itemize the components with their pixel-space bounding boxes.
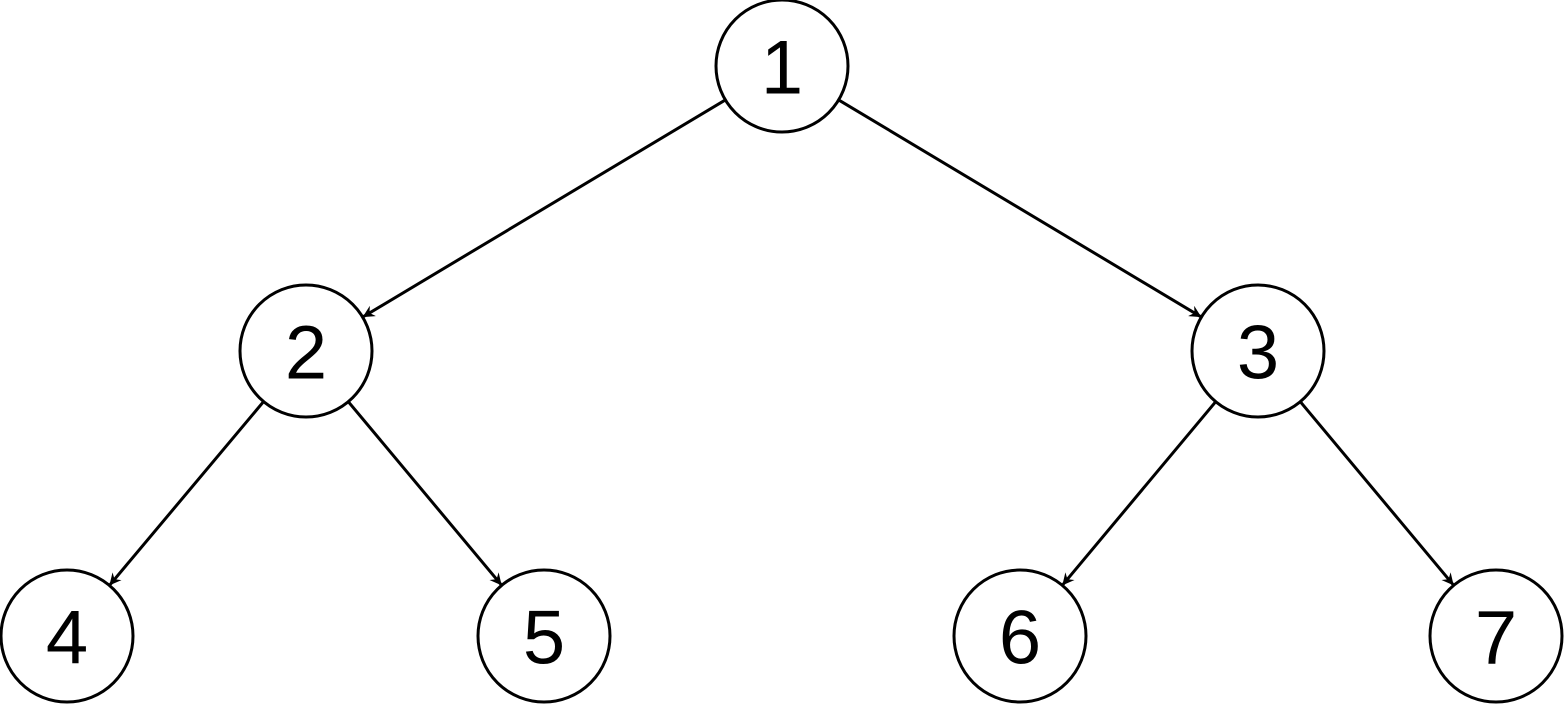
tree-node-4: 4 — [0, 568, 135, 704]
node-circle — [476, 568, 612, 704]
node-circle — [714, 0, 850, 134]
edge-n2-n5-arrow — [347, 400, 503, 586]
edge-n3-n6-arrow — [1061, 400, 1217, 586]
edges-layer — [108, 98, 1455, 586]
node-label: 4 — [46, 596, 88, 681]
node-label: 6 — [999, 596, 1041, 681]
node-label: 1 — [761, 26, 803, 111]
node-circle — [952, 568, 1088, 704]
tree-node-5: 5 — [476, 568, 612, 704]
node-label: 5 — [523, 596, 565, 681]
node-circle — [0, 568, 135, 704]
node-label: 3 — [1237, 311, 1279, 396]
tree-node-7: 7 — [1428, 568, 1564, 704]
tree-node-2: 2 — [238, 283, 374, 419]
edge-n1-n3-arrow — [837, 98, 1202, 318]
node-label: 2 — [285, 311, 327, 396]
node-circle — [1428, 568, 1564, 704]
edge-n2-n4-arrow — [108, 400, 265, 586]
tree-node-3: 3 — [1190, 283, 1326, 419]
node-label: 7 — [1475, 596, 1517, 681]
node-circle — [1190, 283, 1326, 419]
tree-node-6: 6 — [952, 568, 1088, 704]
tree-node-1: 1 — [714, 0, 850, 134]
edge-n3-n7-arrow — [1299, 400, 1455, 586]
node-circle — [238, 283, 374, 419]
edge-n1-n2-arrow — [362, 98, 727, 318]
